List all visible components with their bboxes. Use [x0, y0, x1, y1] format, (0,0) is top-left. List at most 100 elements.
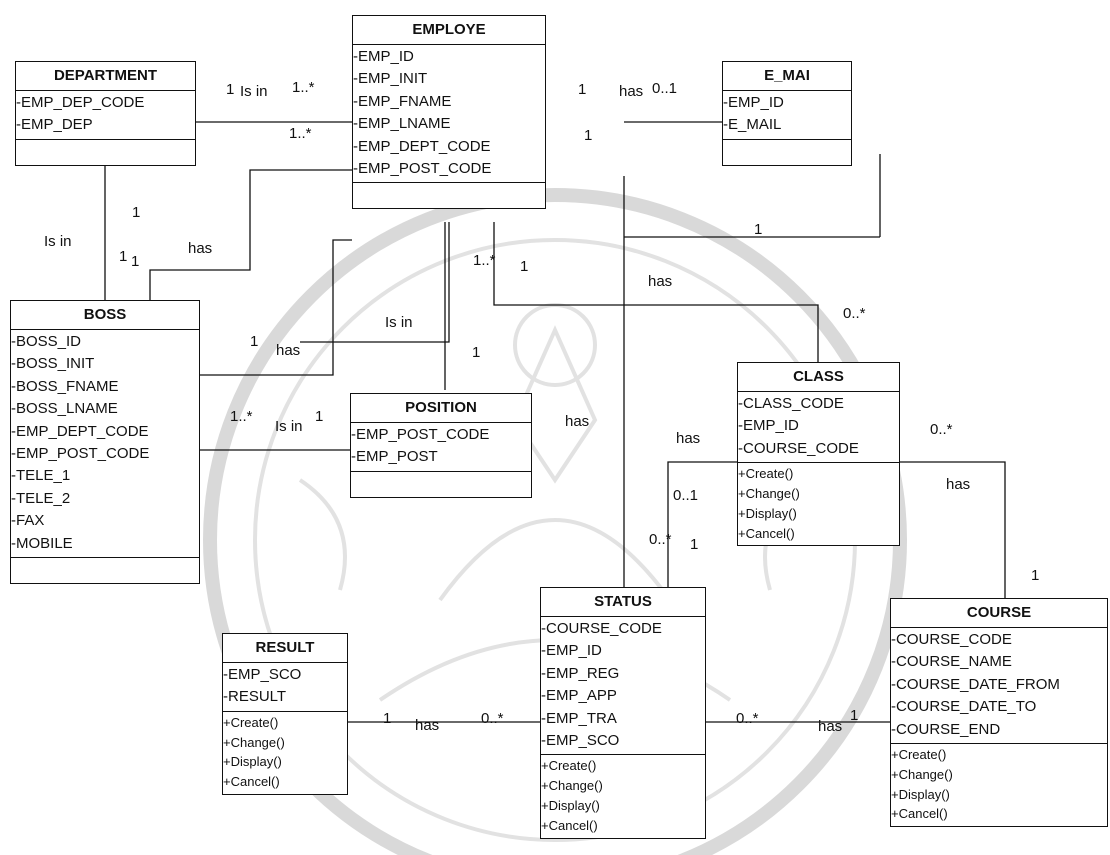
- relation-label: has: [276, 343, 300, 359]
- attribute: -COURSE_DATE_FROM: [891, 674, 1107, 696]
- class-e-mai: E_MAI -EMP_ID -E_MAIL: [722, 61, 852, 166]
- link-employe-class: [494, 222, 818, 362]
- attribute: -MOBILE: [11, 533, 199, 555]
- link-employe-position-is-in: [300, 222, 449, 342]
- relation-label: has: [648, 274, 672, 290]
- operation: +Change(): [223, 733, 347, 753]
- attribute: -TELE_1: [11, 465, 199, 487]
- multiplicity-label: 1: [850, 708, 858, 724]
- attribute: -EMP_REG: [541, 663, 705, 685]
- class-boss: BOSS -BOSS_ID -BOSS_INIT -BOSS_FNAME -BO…: [10, 300, 200, 584]
- attribute: -BOSS_FNAME: [11, 376, 199, 398]
- multiplicity-label: 1: [119, 249, 127, 265]
- operation: +Display(): [738, 504, 899, 524]
- operation: +Display(): [541, 796, 705, 816]
- multiplicity-label: 0..1: [652, 81, 677, 97]
- attribute: -EMP_POST: [351, 446, 531, 468]
- attribute: -BOSS_LNAME: [11, 398, 199, 420]
- relation-label: has: [619, 84, 643, 100]
- attribute: -EMP_SCO: [541, 730, 705, 752]
- multiplicity-label: 1: [578, 82, 586, 98]
- operations-section: [11, 558, 199, 583]
- multiplicity-label: 1..*: [230, 409, 253, 425]
- multiplicity-label: 1: [132, 205, 140, 221]
- attribute: -EMP_LNAME: [353, 113, 545, 135]
- class-result: RESULT -EMP_SCO -RESULT +Create() +Chang…: [222, 633, 348, 795]
- relation-label: Is in: [44, 234, 72, 250]
- attribute: -EMP_ID: [723, 92, 851, 114]
- attribute: -RESULT: [223, 686, 347, 708]
- operation: +Create(): [891, 745, 1107, 765]
- operation: +Cancel(): [891, 804, 1107, 824]
- attribute: -EMP_POST_CODE: [11, 443, 199, 465]
- multiplicity-label: 0..*: [649, 532, 672, 548]
- relation-label: has: [415, 718, 439, 734]
- link-class-status: [668, 462, 737, 587]
- class-name: STATUS: [541, 588, 705, 617]
- multiplicity-label: 1: [754, 222, 762, 238]
- operation: +Display(): [223, 752, 347, 772]
- attribute: -TELE_2: [11, 488, 199, 510]
- attribute: -EMP_ID: [738, 415, 899, 437]
- attribute: -EMP_SCO: [223, 664, 347, 686]
- class-name: POSITION: [351, 394, 531, 423]
- attribute: -COURSE_CODE: [541, 618, 705, 640]
- class-name: DEPARTMENT: [16, 62, 195, 91]
- attribute: -EMP_ID: [353, 46, 545, 68]
- attribute: -COURSE_DATE_TO: [891, 696, 1107, 718]
- class-class: CLASS -CLASS_CODE -EMP_ID -COURSE_CODE +…: [737, 362, 900, 546]
- attribute: -COURSE_CODE: [891, 629, 1107, 651]
- operation: +Cancel(): [738, 524, 899, 544]
- operations-section: [723, 140, 851, 165]
- relation-label: has: [565, 414, 589, 430]
- class-name: COURSE: [891, 599, 1107, 628]
- operation: +Create(): [738, 464, 899, 484]
- operation: +Change(): [891, 765, 1107, 785]
- attribute: -CLASS_CODE: [738, 393, 899, 415]
- multiplicity-label: 0..*: [930, 422, 953, 438]
- multiplicity-label: 1: [226, 82, 234, 98]
- class-name: E_MAI: [723, 62, 851, 91]
- relation-label: Is in: [240, 84, 268, 100]
- attribute: -COURSE_NAME: [891, 651, 1107, 673]
- attribute: -EMP_POST_CODE: [353, 158, 545, 180]
- operations-section: [351, 472, 531, 497]
- multiplicity-label: 1: [472, 345, 480, 361]
- relation-label: Is in: [385, 315, 413, 331]
- operation: +Create(): [541, 756, 705, 776]
- attribute: -EMP_POST_CODE: [351, 424, 531, 446]
- class-name: BOSS: [11, 301, 199, 330]
- attribute: -EMP_DEPT_CODE: [11, 421, 199, 443]
- operation: +Display(): [891, 785, 1107, 805]
- link-boss-employe-has: [150, 170, 352, 300]
- multiplicity-label: 1..*: [292, 80, 315, 96]
- attribute: -COURSE_CODE: [738, 438, 899, 460]
- attribute: -EMP_TRA: [541, 708, 705, 730]
- multiplicity-label: 1: [584, 128, 592, 144]
- operations-section: [353, 183, 545, 208]
- multiplicity-label: 1: [383, 711, 391, 727]
- class-course: COURSE -COURSE_CODE -COURSE_NAME -COURSE…: [890, 598, 1108, 827]
- attribute: -EMP_DEPT_CODE: [353, 136, 545, 158]
- multiplicity-label: 1..*: [473, 253, 496, 269]
- class-status: STATUS -COURSE_CODE -EMP_ID -EMP_REG -EM…: [540, 587, 706, 839]
- multiplicity-label: 0..*: [736, 711, 759, 727]
- operation: +Cancel(): [541, 816, 705, 836]
- multiplicity-label: 0..*: [481, 711, 504, 727]
- class-name: RESULT: [223, 634, 347, 663]
- relation-label: has: [188, 241, 212, 257]
- multiplicity-label: 0..*: [843, 306, 866, 322]
- class-position: POSITION -EMP_POST_CODE -EMP_POST: [350, 393, 532, 498]
- relation-label: has: [676, 431, 700, 447]
- operation: +Change(): [541, 776, 705, 796]
- attribute: -EMP_INIT: [353, 68, 545, 90]
- multiplicity-label: 1: [250, 334, 258, 350]
- class-employe: EMPLOYE -EMP_ID -EMP_INIT -EMP_FNAME -EM…: [352, 15, 546, 209]
- multiplicity-label: 0..1: [673, 488, 698, 504]
- attribute: -BOSS_INIT: [11, 353, 199, 375]
- attribute: -EMP_DEP: [16, 114, 195, 136]
- multiplicity-label: 1: [315, 409, 323, 425]
- attribute: -EMP_FNAME: [353, 91, 545, 113]
- relation-label: Is in: [275, 419, 303, 435]
- attribute: -BOSS_ID: [11, 331, 199, 353]
